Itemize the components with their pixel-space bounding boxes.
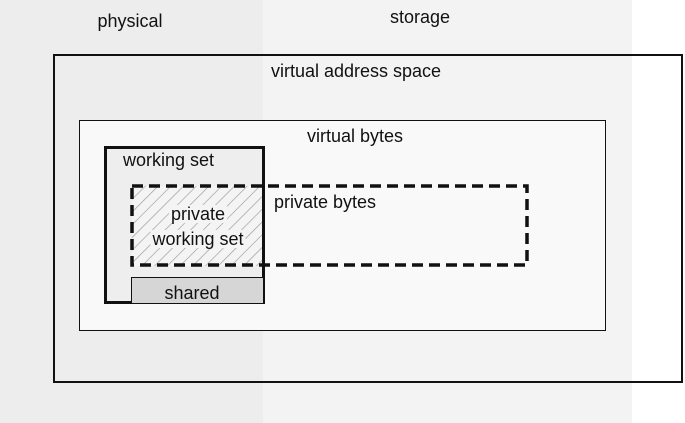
working-set-label: working set [123,150,215,170]
physical-label: physical [97,11,163,31]
virtual-address-space-label: virtual address space [270,61,442,81]
virtual-address-space-box [53,54,683,383]
private-bytes-box [130,184,529,267]
private-working-set-label-line2: working set [150,229,246,249]
shared-box [131,277,264,304]
shared-label: shared [164,283,220,303]
private-working-set-hatch [132,186,262,266]
private-working-set-label-line1: private [168,204,228,224]
virtual-bytes-label: virtual bytes [306,126,404,146]
storage-label: storage [389,7,451,27]
private-bytes-label: private bytes [274,192,377,212]
